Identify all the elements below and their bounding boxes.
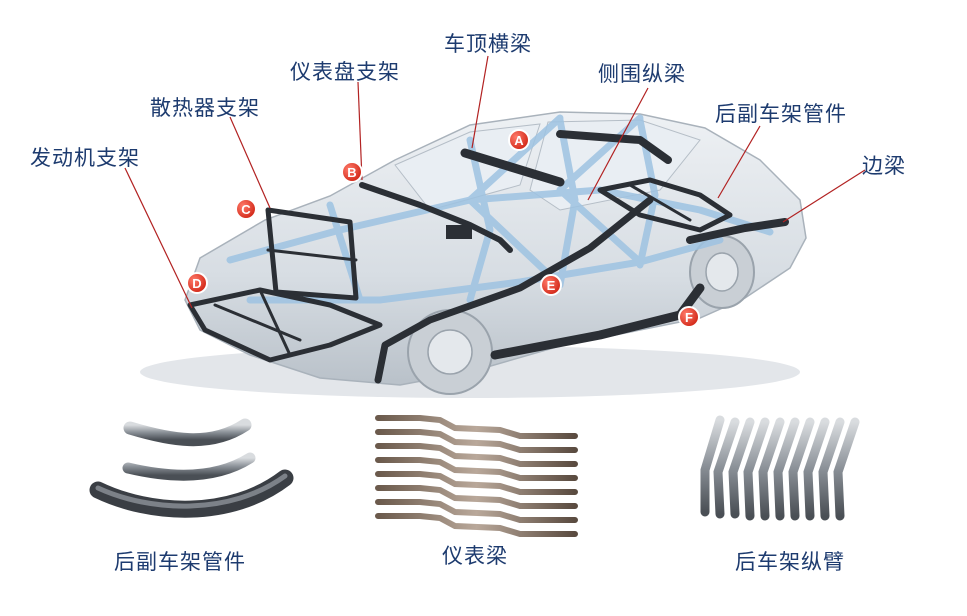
svg-text:B: B bbox=[347, 165, 356, 180]
marker-f: F bbox=[678, 306, 700, 328]
caption-instrument-beam: 仪表梁 bbox=[442, 544, 508, 568]
leader-roof-crossbeam bbox=[471, 55, 489, 149]
label-engine-bracket: 发动机支架 bbox=[30, 146, 140, 170]
label-radiator-bracket: 散热器支架 bbox=[150, 96, 260, 120]
leader-rear-subframe-tube bbox=[717, 125, 761, 199]
leader-side-frame-rail bbox=[587, 87, 649, 201]
leader-side-beam bbox=[782, 169, 866, 223]
leader-dashboard-bracket bbox=[357, 81, 363, 181]
car-illustration bbox=[140, 111, 807, 398]
label-side-frame-rail: 侧围纵梁 bbox=[598, 62, 686, 86]
svg-text:F: F bbox=[685, 310, 693, 325]
marker-d: D bbox=[186, 272, 208, 294]
car-windshield bbox=[394, 123, 541, 211]
svg-text:D: D bbox=[192, 276, 201, 291]
label-dashboard-bracket: 仪表盘支架 bbox=[290, 60, 400, 84]
leader-engine-bracket bbox=[124, 167, 193, 309]
leader-lines bbox=[124, 55, 866, 309]
marker-e: E bbox=[540, 274, 562, 296]
label-side-beam: 边梁 bbox=[862, 154, 906, 178]
marker-c: C bbox=[235, 198, 257, 220]
label-roof-crossbeam: 车顶横梁 bbox=[444, 32, 532, 56]
photo-rear-trailing-arms bbox=[700, 415, 860, 521]
metal-frame-parts bbox=[187, 130, 789, 384]
marker-b: B bbox=[341, 161, 363, 183]
label-rear-subframe-tube: 后副车架管件 bbox=[715, 102, 847, 126]
svg-text:A: A bbox=[514, 133, 524, 148]
caption-rear-frame-trailing-arm: 后车架纵臂 bbox=[735, 550, 845, 574]
marker-a: A bbox=[508, 129, 530, 151]
photo-instrument-beams bbox=[375, 415, 578, 537]
svg-text:C: C bbox=[241, 202, 251, 217]
photo-rear-subframe-tubes bbox=[89, 418, 294, 518]
leader-radiator-bracket bbox=[229, 116, 271, 209]
caption-rear-subframe-tube: 后副车架管件 bbox=[114, 550, 246, 574]
svg-text:E: E bbox=[547, 278, 556, 293]
